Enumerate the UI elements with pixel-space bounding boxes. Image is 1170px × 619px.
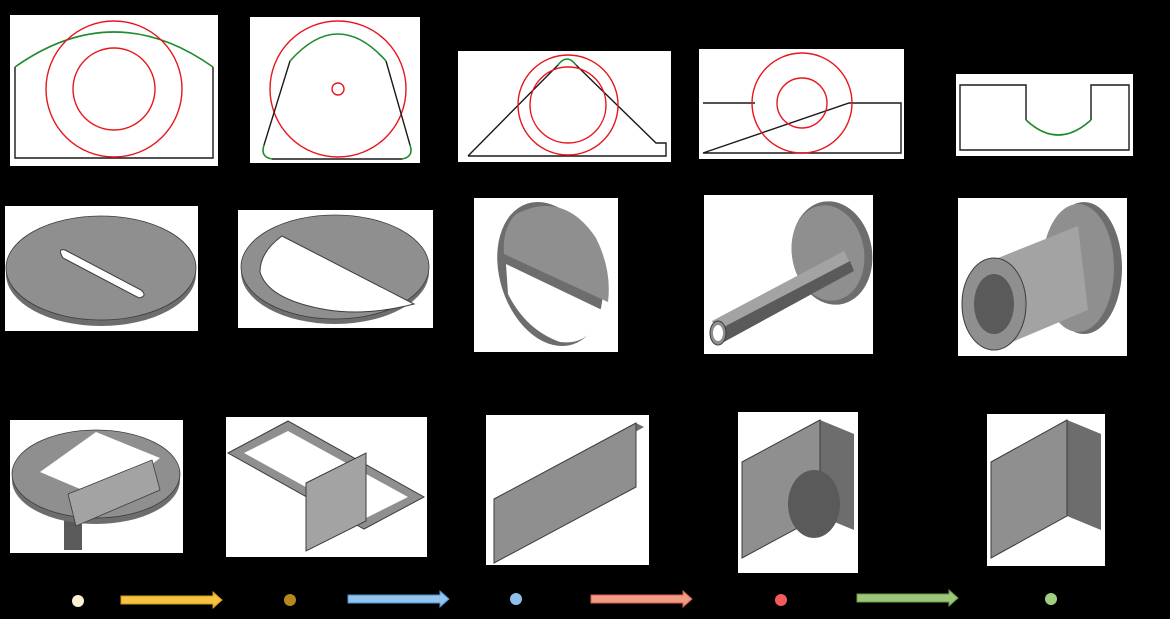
block-bore bbox=[788, 470, 840, 538]
sketch-outer-circle bbox=[517, 54, 619, 156]
disc-top bbox=[5, 215, 197, 321]
part-disc-frame-bracket bbox=[11, 429, 181, 550]
sketch-u-slot-panel bbox=[956, 74, 1133, 156]
part-solid-block-panel bbox=[987, 414, 1105, 566]
sketch-outline bbox=[263, 60, 411, 160]
plate-face bbox=[493, 422, 637, 564]
sketch-triangle-rings bbox=[467, 54, 667, 157]
sketch-ring-on-plate bbox=[702, 52, 902, 154]
sketch-arch-rings bbox=[14, 20, 214, 159]
part-tilted-half-disc bbox=[497, 201, 609, 347]
part-solid-block bbox=[990, 419, 1101, 559]
sketch-green-arc bbox=[289, 33, 387, 62]
part-long-plate bbox=[493, 422, 644, 564]
disc-opening bbox=[259, 235, 416, 313]
disc-slot bbox=[59, 249, 145, 299]
legend-arrow-blue bbox=[347, 589, 450, 609]
part-disc-frame-bracket-panel bbox=[10, 420, 183, 553]
part-slotted-disc-panel bbox=[5, 206, 198, 331]
sketch-green-corner-right bbox=[401, 144, 412, 160]
sketch-green-arc bbox=[14, 31, 214, 68]
part-block-bore-panel bbox=[738, 412, 858, 573]
frame-window bbox=[40, 432, 160, 500]
part-long-plate-panel bbox=[486, 415, 649, 565]
legend-dot-green bbox=[1045, 593, 1057, 605]
legend-arrow-yellow bbox=[120, 590, 223, 610]
part-tube-flange-panel bbox=[704, 195, 873, 354]
legend-dot-cream bbox=[72, 595, 84, 607]
sketch-green-arc bbox=[1025, 119, 1092, 136]
mount-plate bbox=[305, 452, 367, 552]
disc-face bbox=[503, 206, 609, 302]
sketch-outline bbox=[702, 102, 902, 154]
block-side bbox=[1067, 420, 1101, 530]
sketch-arch-rings-panel bbox=[10, 15, 218, 166]
sketch-center-hole bbox=[331, 82, 345, 96]
sketch-green-corner-left bbox=[262, 144, 273, 160]
sketch-rounded-triangle-panel bbox=[250, 17, 420, 163]
sketch-outer-circle bbox=[269, 20, 407, 158]
sketch-triangle-rings-panel bbox=[458, 51, 671, 162]
legend-arrow-green bbox=[856, 588, 959, 608]
part-frame-mount-panel bbox=[226, 417, 427, 557]
part-tube-flange bbox=[709, 201, 873, 346]
sketch-inner-circle bbox=[72, 47, 156, 131]
disc-opening bbox=[506, 264, 602, 343]
sketch-outer-circle bbox=[45, 20, 183, 158]
sketch-inner-circle bbox=[529, 66, 607, 144]
part-bushing-flange-panel bbox=[958, 198, 1127, 356]
legend-arrow-salmon bbox=[590, 589, 693, 609]
legend-bar bbox=[72, 588, 1057, 610]
sketch-u-slot bbox=[959, 84, 1130, 151]
sketch-outline bbox=[14, 67, 214, 159]
sketch-inner-circle bbox=[776, 77, 828, 129]
legend-dot-blue bbox=[510, 593, 522, 605]
sketch-outline bbox=[959, 84, 1130, 151]
part-frame-mount bbox=[226, 420, 426, 552]
part-slotted-disc bbox=[5, 215, 197, 326]
part-half-ring-disc bbox=[240, 214, 430, 324]
sketch-outline bbox=[467, 64, 667, 157]
part-bushing-flange bbox=[961, 202, 1122, 351]
bushing-bore bbox=[974, 274, 1014, 334]
block-face bbox=[990, 419, 1068, 559]
bracket-plate bbox=[67, 459, 161, 527]
legend-dot-red bbox=[775, 594, 787, 606]
sketch-ring-on-plate-panel bbox=[699, 49, 904, 159]
sketch-outer-circle bbox=[751, 52, 853, 154]
legend-dot-bronze bbox=[284, 594, 296, 606]
part-tilted-half-disc-panel bbox=[474, 198, 618, 352]
tube-shadow bbox=[716, 261, 854, 343]
sketch-rounded-triangle bbox=[262, 20, 412, 160]
part-block-bore bbox=[741, 419, 854, 559]
part-half-ring-disc-panel bbox=[238, 210, 433, 328]
sketch-green-arc bbox=[557, 58, 577, 66]
tube-bore bbox=[713, 325, 723, 341]
